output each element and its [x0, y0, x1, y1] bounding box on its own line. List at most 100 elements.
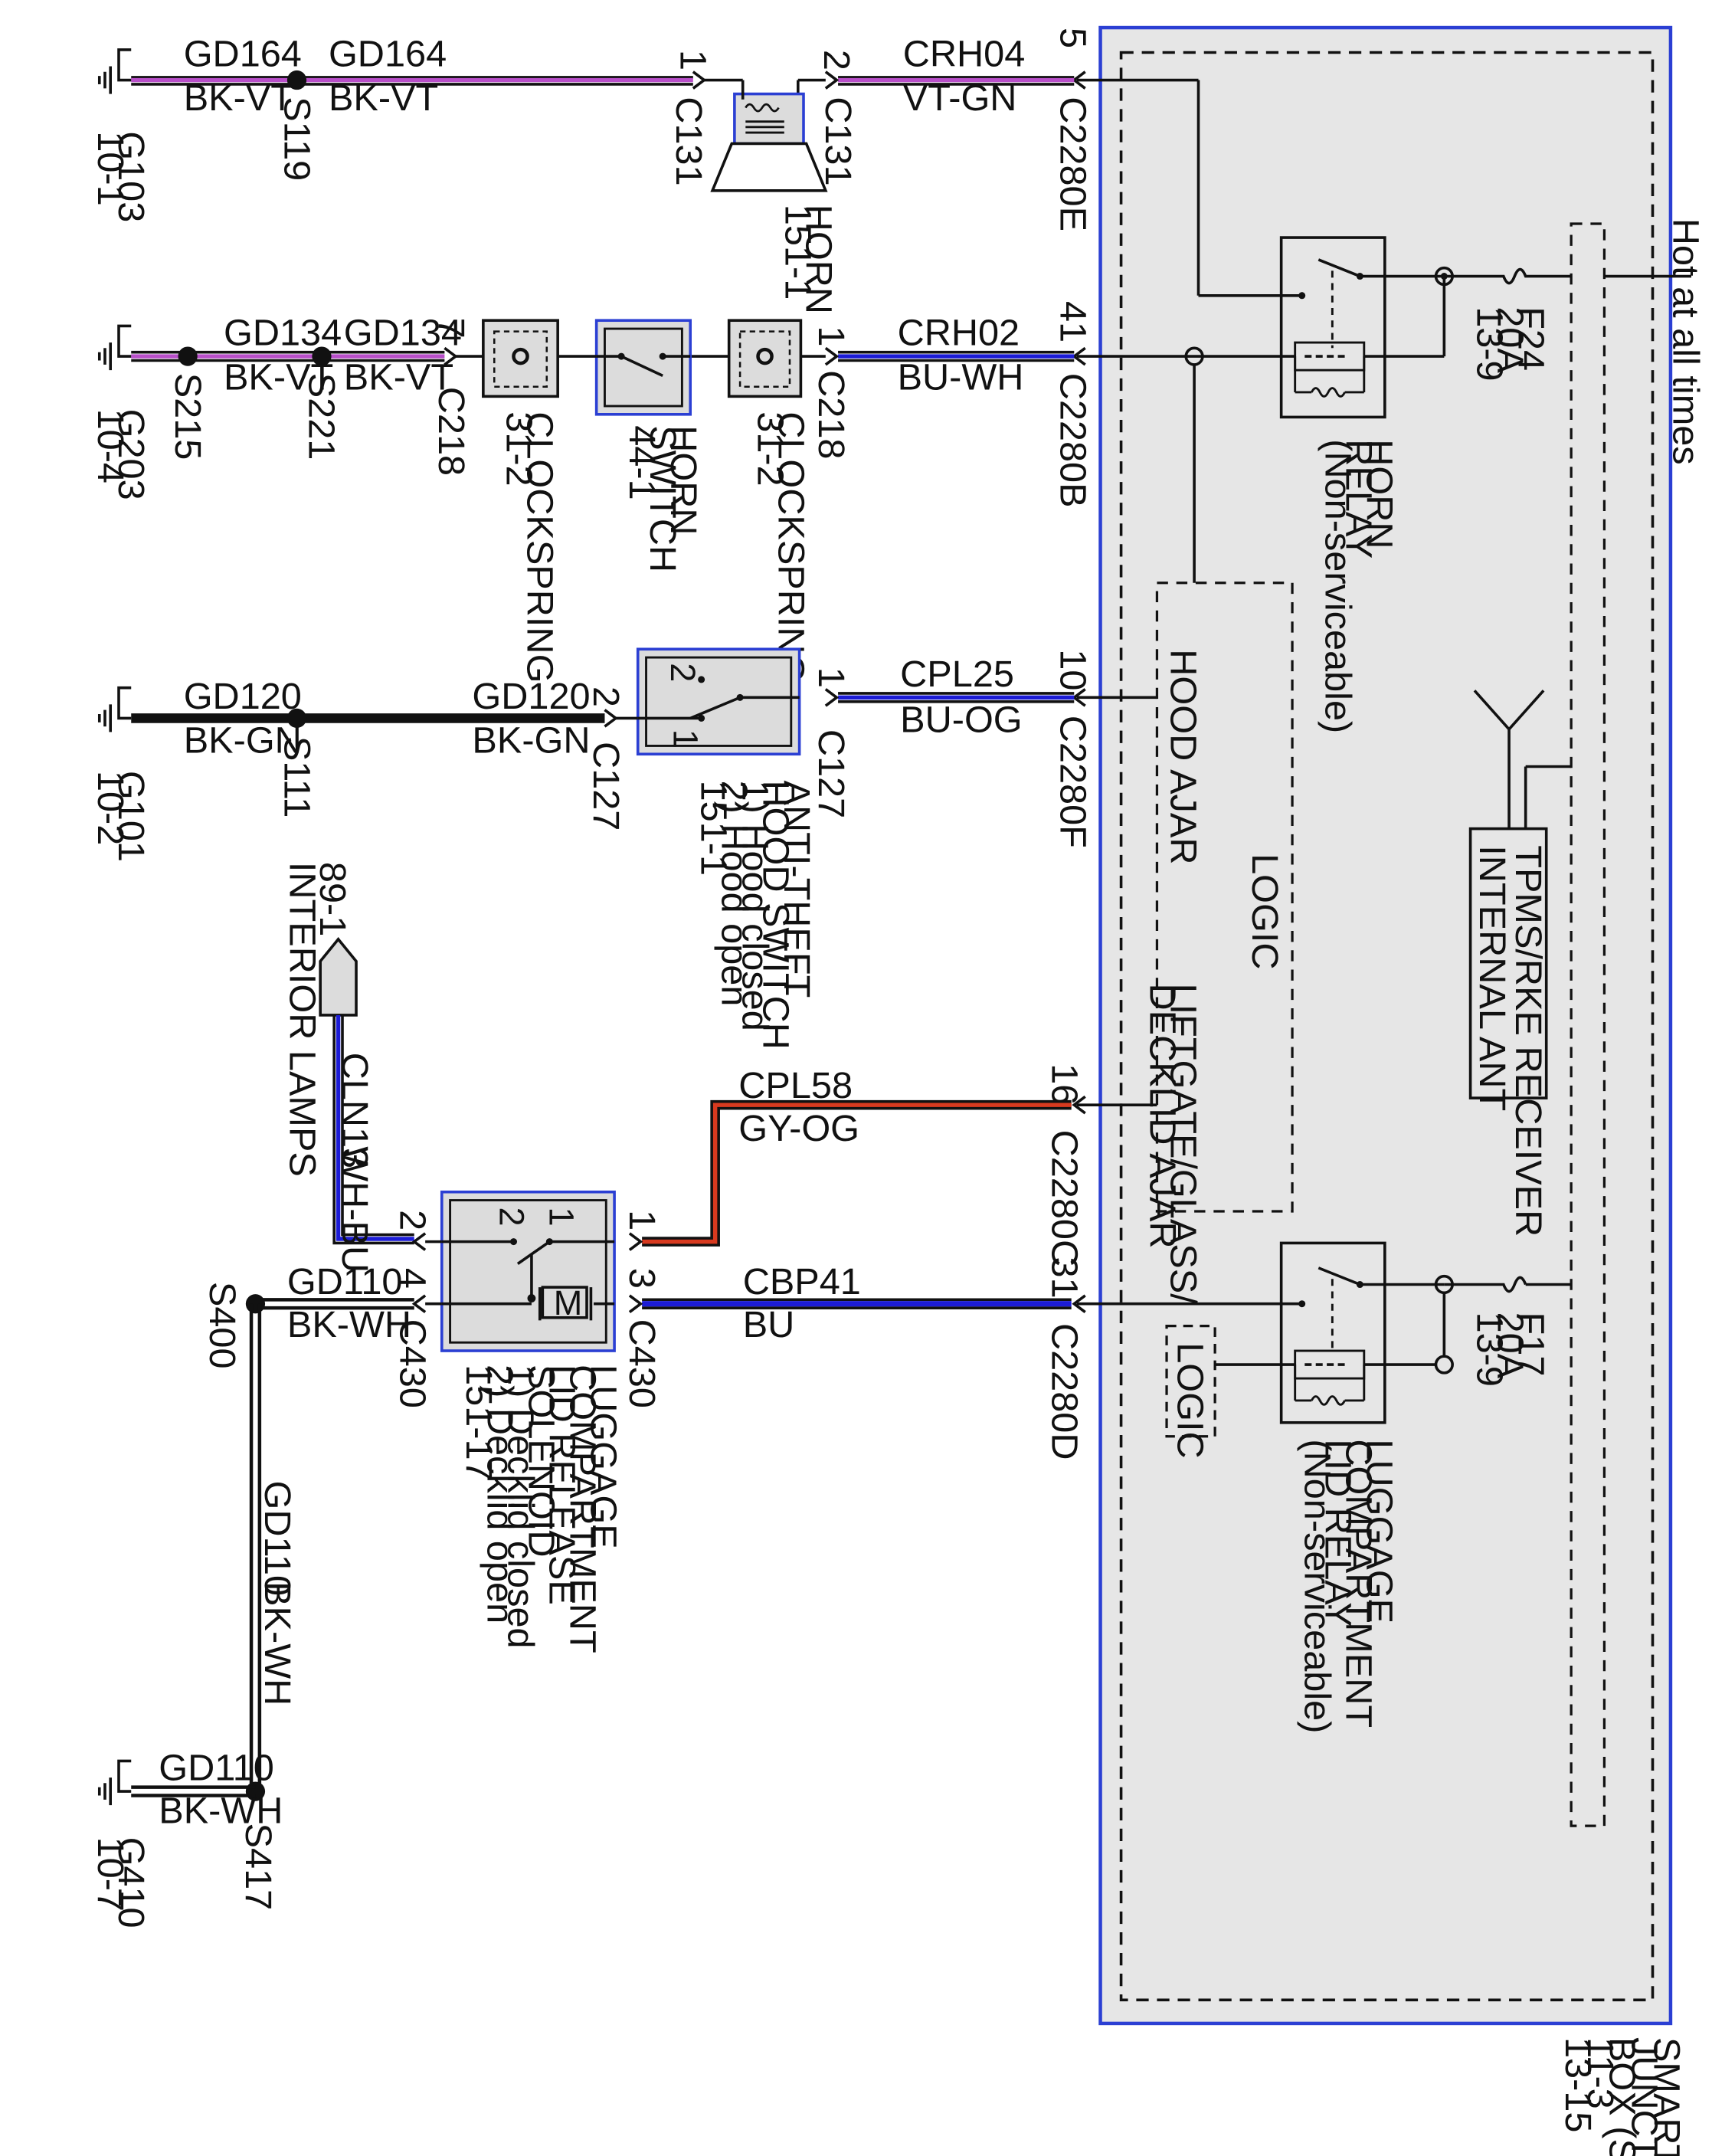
svg-text:C2280F: C2280F [1052, 716, 1093, 848]
fuse-f24-icon [1444, 267, 1572, 285]
wire-label: CPL58 [738, 1065, 853, 1106]
svg-text:HORN: HORN [663, 425, 704, 535]
svg-text:1: 1 [666, 729, 705, 749]
svg-text:10-2: 10-2 [90, 771, 131, 845]
ground-g410-icon [97, 1759, 132, 1806]
svg-text:LID RELAY: LID RELAY [1317, 1439, 1358, 1627]
wire-label: GD164 [329, 34, 447, 75]
svg-text:C430: C430 [392, 1319, 434, 1408]
horn-switch-icon [594, 319, 692, 416]
horn-switch-circuit: CRH02 BU-WH 1 C218 CLOCKSPRING 31-2 HORN… [90, 313, 1075, 683]
svg-text:DECKLID AJAR: DECKLID AJAR [1141, 984, 1183, 1249]
wire-label: GD134 [344, 313, 462, 354]
svg-text:C2280B: C2280B [1052, 373, 1093, 508]
lid-release-solenoid-label: LUGGAGE COMPARTMENT LID RELEASE SOLENOID… [458, 1365, 624, 1653]
svg-text:2: 2 [392, 1210, 434, 1230]
interior-lamps-icon [319, 936, 358, 1017]
svg-text:2) Decklid open: 2) Decklid open [479, 1365, 520, 1624]
ground-g203-label: G203 10-4 [90, 409, 152, 500]
svg-text:1) Hood closed: 1) Hood closed [735, 781, 776, 1031]
svg-text:C218: C218 [810, 370, 852, 459]
svg-text:COMPARTMENT: COMPARTMENT [1337, 1439, 1379, 1728]
svg-text:13-9: 13-9 [1469, 1312, 1511, 1387]
wire-color-label: BK-WH [287, 1304, 411, 1345]
svg-text:HORN: HORN [798, 205, 840, 314]
ground-g103-icon [97, 48, 132, 94]
fuse-f24-label: F24 20A 13-9 [1469, 306, 1552, 381]
wire-color-label: WH-BU [334, 1146, 375, 1273]
svg-text:C131: C131 [668, 97, 709, 185]
liftgate-label: LIFTGATE/GLASS/ DECKLID AJAR [1141, 984, 1203, 1305]
wire-label: GD164 [184, 34, 302, 75]
wire-color-label: BK-VT [184, 77, 293, 119]
anti-theft-hood-switch-label: ANTI-THEFT HOOD SWITCH 1) Hood closed 2)… [693, 781, 817, 1050]
svg-text:31-2: 31-2 [498, 411, 539, 486]
motor-icon-label: M [554, 1283, 583, 1322]
splice-s221 [312, 346, 332, 366]
ground-g101-icon [97, 686, 132, 732]
wire-color-label: BK-VT [329, 77, 438, 119]
splice-s215 [178, 346, 198, 366]
svg-text:7: 7 [430, 318, 472, 339]
wire-color-label: BU-OG [900, 699, 1022, 740]
svg-text:G203: G203 [110, 409, 152, 500]
svg-text:(Non-serviceable): (Non-serviceable) [1317, 439, 1358, 733]
svg-text:C2280D: C2280D [1043, 1323, 1085, 1460]
svg-text:4: 4 [392, 1268, 434, 1289]
svg-text:S400: S400 [201, 1282, 243, 1369]
hot-bus [1570, 222, 1606, 1827]
svg-text:44-1: 44-1 [621, 425, 663, 500]
svg-text:C2280E: C2280E [1052, 97, 1093, 231]
svg-text:2: 2 [816, 50, 857, 70]
svg-text:G410: G410 [110, 1837, 152, 1928]
logic-small-label: LOGIC [1169, 1342, 1210, 1458]
horn-switch-label: HORN SWITCH 44-1 [621, 425, 704, 572]
horn-relay [1279, 236, 1386, 419]
logic-block [1155, 582, 1294, 1213]
sjb-connector-pins [1072, 70, 1086, 1313]
svg-text:SWITCH: SWITCH [642, 425, 683, 572]
svg-text:31-2: 31-2 [750, 411, 791, 486]
svg-text:HORN: HORN [1358, 439, 1399, 549]
svg-text:F17: F17 [1511, 1312, 1552, 1377]
smart-junction-box: SMART JUNCTION BOX (SJB) 11-3 13-15 Hot … [1076, 25, 1707, 2156]
clockspring-b-label: CLOCKSPRING 31-2 [750, 411, 812, 683]
clockspring-a-label: CLOCKSPRING 31-2 [498, 411, 560, 683]
wire-label: CLN13 [334, 1053, 375, 1168]
svg-text:10: 10 [1052, 649, 1093, 690]
svg-text:ANTI-THEFT: ANTI-THEFT [776, 781, 817, 998]
sjb-connector-labels: 5 C2280E 41 C2280B 10 C2280F 16 C2280C 3… [1043, 28, 1093, 1460]
sjb-title-line: 13-15 [1557, 2037, 1599, 2132]
horn-label: HORN 151-1 [777, 205, 840, 314]
clockspring-a-icon [482, 319, 559, 398]
svg-text:C218: C218 [430, 387, 472, 476]
svg-text:C430: C430 [621, 1319, 663, 1408]
svg-text:CLOCKSPRING: CLOCKSPRING [519, 411, 561, 683]
horn-icon [710, 92, 828, 192]
splice-s111 [286, 708, 307, 729]
svg-text:13-9: 13-9 [1469, 306, 1511, 381]
svg-text:1: 1 [673, 50, 714, 70]
sjb-title-line: 11-3 [1579, 2037, 1621, 2109]
svg-text:1: 1 [621, 1210, 663, 1230]
svg-text:2: 2 [663, 663, 702, 682]
wire-color-label: BK-WH [257, 1581, 298, 1705]
svg-text:S215: S215 [167, 373, 208, 460]
svg-text:1: 1 [810, 667, 852, 688]
svg-text:COMPARTMENT: COMPARTMENT [561, 1365, 603, 1653]
horn-circuit: CRH04 VT-GN 2 C131 HORN 151-1 1 C131 GD1… [90, 34, 1075, 314]
svg-text:SOLENOID: SOLENOID [520, 1365, 561, 1557]
svg-text:31: 31 [1043, 1257, 1085, 1298]
svg-text:S111: S111 [276, 736, 317, 818]
svg-text:F24: F24 [1511, 306, 1552, 371]
svg-text:1: 1 [542, 1207, 581, 1227]
fuse-f17-label: F17 20A 13-9 [1469, 1312, 1552, 1387]
svg-text:S119: S119 [276, 97, 317, 181]
svg-text:3: 3 [621, 1268, 663, 1289]
wire-label: GD110 [159, 1748, 274, 1789]
svg-text:LID RELEASE: LID RELEASE [541, 1365, 582, 1605]
hot-at-all-times-label: Hot at all times [1665, 218, 1707, 465]
svg-text:C131: C131 [817, 97, 859, 185]
svg-text:10-7: 10-7 [90, 1837, 131, 1912]
